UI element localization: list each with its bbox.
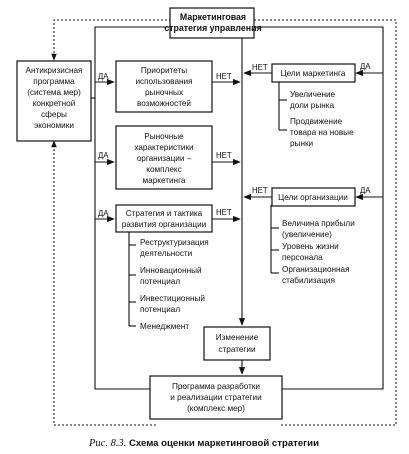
box-marketing-goals: Цели маркетинга <box>271 63 356 83</box>
yes-no-labels: ДА ДА ДА НЕТ НЕТ НЕТ НЕТ НЕТ ДА ДА <box>98 62 371 218</box>
no-label-marketing-goals: НЕТ <box>252 63 268 72</box>
anticrisis-line-1: Антикризисная <box>26 66 83 75</box>
org-goals-rect <box>271 187 356 207</box>
strategy-item-2-line-2: потенциал <box>140 277 180 286</box>
strategy-change-line-1: Изменение <box>216 333 259 342</box>
program-line-1: Программа разработки <box>172 382 260 391</box>
program-rect <box>149 375 283 420</box>
box-marketing-strategy: Маркетинговая стратегия управления <box>164 7 262 39</box>
strategy-tactics-line-1: Стратегия и тактика <box>126 209 203 218</box>
market-characteristics-line-1: Рыночные <box>144 132 184 141</box>
market-characteristics-line-4: комплекс <box>146 165 181 174</box>
org-goal-2-line-1: Уровень жизни <box>282 242 339 251</box>
dotted-loop-right <box>254 19 397 426</box>
org-goal-3-line-1: Организационная <box>282 265 350 274</box>
org-goal-1-line-1: Величина прибыли <box>282 219 355 228</box>
marketing-goals-list: Увеличение доли рынка Продвижение товара… <box>290 90 354 148</box>
outer-frame-right <box>254 26 384 390</box>
caption-title: Схема оценки маркетинговой стратегии <box>129 438 319 449</box>
strategy-item-1-line-2: деятельности <box>140 249 192 258</box>
no-label-priorities: НЕТ <box>216 72 232 81</box>
figure-caption: Рис. 8.3. Схема оценки маркетинговой стр… <box>88 438 319 449</box>
connectors <box>91 26 384 390</box>
yes-label-market: ДА <box>98 151 109 160</box>
program-line-3: (комплекс мер) <box>187 404 245 413</box>
marketing-strategy-line-2: стратегия управления <box>164 23 261 33</box>
marketing-goal-2-line-2: товара на новые <box>290 128 354 137</box>
box-org-goals: Цели организации <box>271 187 356 207</box>
strategy-tactics-list: Реструктуризация деятельности Инновацион… <box>140 238 209 331</box>
strategy-item-1-line-1: Реструктуризация <box>140 238 209 247</box>
no-label-strategy: НЕТ <box>216 208 232 217</box>
market-characteristics-line-5: маркетинга <box>143 176 186 185</box>
market-characteristics-line-3: организации – <box>137 154 192 163</box>
box-priorities: Приоритеты использования рыночных возмож… <box>115 60 213 113</box>
anticrisis-line-4: конкретной <box>33 99 76 108</box>
anticrisis-line-5: сферы <box>41 110 67 119</box>
anticrisis-rect <box>16 60 92 142</box>
box-market-characteristics: Рыночные характеристики организации – ко… <box>115 125 213 190</box>
marketing-strategy-rect <box>169 7 255 39</box>
marketing-goal-2-line-3: рынки <box>290 139 313 148</box>
anticrisis-line-2: программа <box>33 77 75 86</box>
anticrisis-line-3: (система мер) <box>27 88 81 97</box>
strategy-item-4-line-1: Менеджмент <box>140 322 189 331</box>
marketing-goal-1-line-2: доли рынка <box>290 101 334 110</box>
box-program: Программа разработки и реализации страте… <box>149 375 283 420</box>
strategy-item-2-line-1: Инновационный <box>140 266 202 275</box>
org-goal-3-line-2: стабилизация <box>282 276 335 285</box>
org-goals-title: Цели организации <box>278 193 348 202</box>
yes-label-priorities: ДА <box>98 72 109 81</box>
org-goal-2-line-2: персонала <box>282 253 323 262</box>
priorities-line-2: использования <box>135 77 192 86</box>
org-goals-list: Величина прибыли (увеличение) Уровень жи… <box>282 219 355 285</box>
priorities-line-3: рыночных <box>145 88 183 97</box>
box-strategy-change: Изменение стратегии <box>203 326 271 361</box>
strategy-change-line-2: стратегии <box>218 345 255 354</box>
caption-prefix: Рис. 8.3. <box>88 438 126 449</box>
marketing-goals-rect <box>271 63 356 83</box>
dotted-arrow-program-to-anticrisis <box>51 140 156 426</box>
outer-frame-left <box>94 26 199 390</box>
market-characteristics-rect <box>115 125 213 190</box>
org-goal-1-line-2: (увеличение) <box>282 230 332 239</box>
anticrisis-line-6: экономики <box>34 121 74 130</box>
marketing-goal-2-line-1: Продвижение <box>290 117 343 126</box>
strategy-change-rect <box>203 326 271 361</box>
yes-label-org-goals: ДА <box>360 186 371 195</box>
priorities-rect <box>115 60 213 113</box>
priorities-line-1: Приоритеты <box>141 66 187 75</box>
marketing-goal-1-line-1: Увеличение <box>290 90 336 99</box>
strategy-item-3-line-2: потенциал <box>140 305 180 314</box>
market-characteristics-line-2: характеристики <box>134 143 193 152</box>
box-anticrisis: Антикризисная программа (система мер) ко… <box>16 60 92 142</box>
strategy-tactics-line-2: развития организации <box>122 220 206 229</box>
strategy-tactics-rect <box>115 204 213 233</box>
dotted-arrow-to-anticrisis <box>51 19 199 61</box>
yes-label-strategy: ДА <box>98 209 109 218</box>
no-label-org-goals: НЕТ <box>252 186 268 195</box>
box-strategy-tactics: Стратегия и тактика развития организации <box>115 204 213 233</box>
marketing-goals-title: Цели маркетинга <box>281 69 346 78</box>
strategy-item-3-line-1: Инвестиционный <box>140 294 205 303</box>
no-label-market: НЕТ <box>216 151 232 160</box>
priorities-line-4: возможностей <box>137 99 191 108</box>
feedback-loops <box>51 19 397 426</box>
yes-label-marketing-goals: ДА <box>360 62 371 71</box>
program-line-2: и реализации стратегии <box>170 393 261 402</box>
marketing-strategy-line-1: Маркетинговая <box>180 12 246 22</box>
